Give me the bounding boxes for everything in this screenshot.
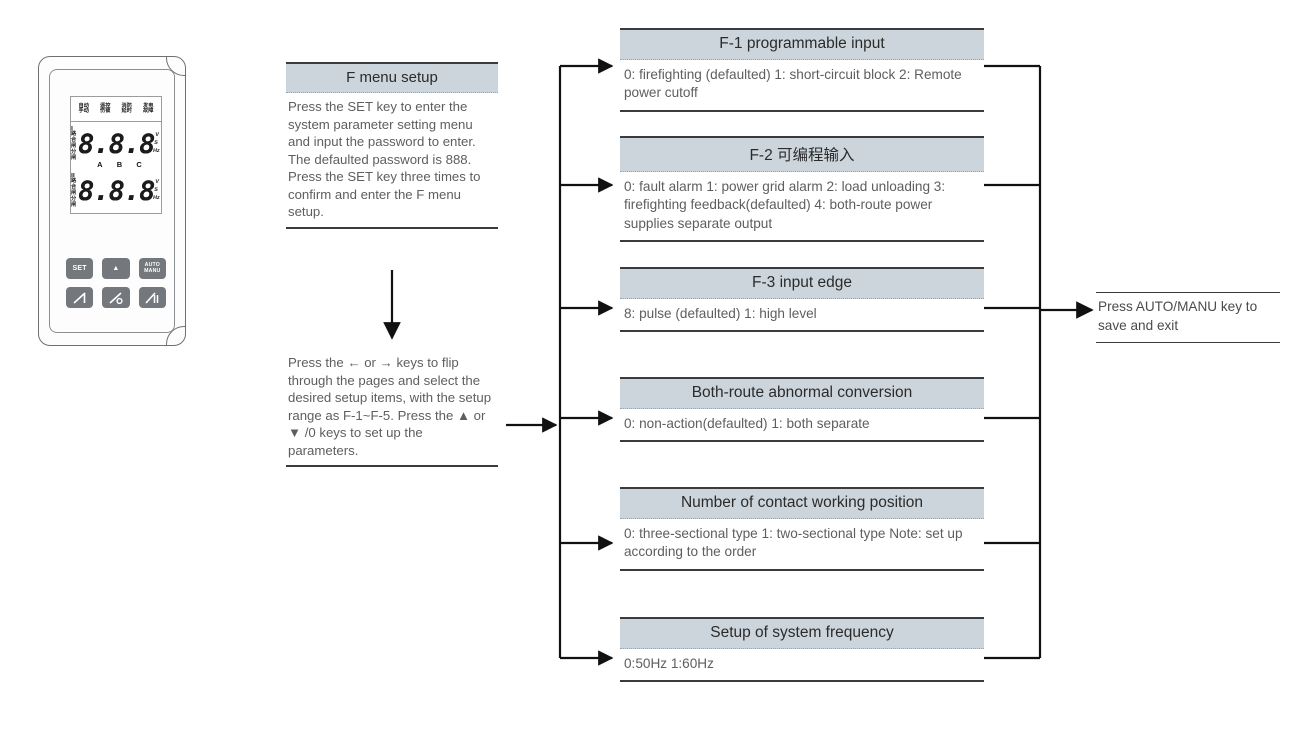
set-key-label: SET: [72, 264, 87, 272]
lcd-status-remote-lock: 遥控 伤锁: [100, 102, 111, 115]
lcd-status-fire-delay: 消防 延时: [121, 102, 132, 115]
lcd-route1-value: 8.8.8: [78, 128, 155, 160]
save-exit-note: Press AUTO/MANU key to save and exit: [1096, 292, 1280, 343]
lcd-route1-row: I 路 合闸 分闸 8.8.8 V S Hz: [71, 126, 161, 162]
lcd-status-manual: 手动: [78, 108, 89, 114]
manu-label: MANU: [144, 267, 161, 274]
lcd-route1-open: 分闸: [71, 148, 77, 161]
lcd-status-delay: 延时: [121, 108, 132, 114]
param-box-system-frequency: Setup of system frequency 0:50Hz 1:60Hz: [620, 617, 984, 683]
device-keypad: SET ▲ AUTO MANU: [66, 258, 166, 308]
lcd-screen: 自动 手动 遥控 伤锁 消防 延时 发电 故障: [70, 96, 162, 214]
param-box-f-1-body: 0: firefighting (defaulted) 1: short-cir…: [624, 67, 962, 101]
param-box-contact-position-title: Number of contact working position: [620, 489, 984, 519]
param-box-f-2-body: 0: fault alarm 1: power grid alarm 2: lo…: [624, 179, 946, 231]
device-corner-bottom-right: [166, 326, 186, 346]
route-off-icon: [108, 291, 124, 305]
nav-instructions-body: Press the ← or → keys to flip through th…: [288, 355, 492, 458]
lcd-route2-units: V S Hz: [153, 179, 163, 202]
param-box-f-2: F-2 可编程输入 0: fault alarm 1: power grid a…: [620, 136, 984, 243]
lcd-phase-c: C: [136, 160, 142, 169]
param-box-f-1: F-1 programmable input 0: firefighting (…: [620, 28, 984, 112]
lcd-route2-value: 8.8.8: [78, 175, 155, 207]
save-exit-note-body: Press AUTO/MANU key to save and exit: [1098, 299, 1258, 333]
device-inner-bezel: 自动 手动 遥控 伤锁 消防 延时 发电 故障: [49, 69, 175, 333]
lcd-status-firefighting: 消防: [121, 102, 132, 109]
param-box-f-3-title: F-3 input edge: [620, 269, 984, 299]
param-box-f-2-title: F-2 可编程输入: [620, 138, 984, 172]
route2-switch-icon: [144, 291, 160, 305]
device-outer-shell: 自动 手动 遥控 伤锁 消防 延时 发电 故障: [38, 56, 186, 346]
auto-manu-key-label: AUTO MANU: [144, 262, 161, 274]
spine-branch-arrows: [560, 58, 614, 666]
lcd-status-auto-manual: 自动 手动: [78, 102, 89, 115]
param-box-f-3: F-3 input edge 8: pulse (defaulted) 1: h…: [620, 267, 984, 333]
param-box-f-1-title: F-1 programmable input: [620, 30, 984, 60]
nav-instructions-block: Press the ← or → keys to flip through th…: [286, 352, 498, 468]
up-arrow-icon: ▲: [112, 264, 120, 272]
f-menu-setup-title: F menu setup: [286, 64, 498, 93]
lcd-status-bar: 自动 手动 遥控 伤锁 消防 延时 发电 故障: [71, 97, 161, 122]
param-box-contact-position-body: 0: three-sectional type 1: two-sectional…: [624, 526, 963, 560]
param-box-both-route-title: Both-route abnormal conversion: [620, 379, 984, 409]
f-menu-setup-block: F menu setup Press the SET key to enter …: [286, 62, 498, 229]
lcd-status-auto: 自动: [78, 102, 89, 109]
lcd-route1-labels: I 路 合闸 分闸: [71, 125, 78, 162]
lcd-status-remote: 遥控: [100, 102, 111, 109]
lcd-status-fault: 故障: [143, 108, 154, 114]
param-box-system-frequency-body: 0:50Hz 1:60Hz: [624, 656, 714, 671]
lcd-phase-labels: A B C: [90, 160, 149, 169]
lcd-unit-hz-2: Hz: [153, 194, 161, 201]
lcd-route1-closed: 合闸: [71, 137, 77, 149]
auto-label: AUTO: [144, 262, 161, 269]
lcd-status-lock: 伤锁: [100, 108, 111, 114]
f-menu-setup-body: Press the SET key to enter the system pa…: [288, 99, 481, 220]
auto-manu-key[interactable]: AUTO MANU: [138, 258, 166, 279]
param-box-both-route-abnormal-conversion: Both-route abnormal conversion 0: non-ac…: [620, 377, 984, 443]
lcd-unit-hz-1: Hz: [153, 147, 161, 154]
param-box-both-route-body: 0: non-action(defaulted) 1: both separat…: [624, 416, 870, 431]
lcd-route2-digits: 8.8.8: [78, 175, 155, 207]
lcd-route2-labels: II 路 合闸 分闸: [71, 172, 78, 209]
set-key[interactable]: SET: [66, 258, 94, 279]
route-off-key[interactable]: [102, 287, 130, 308]
device-panel: 自动 手动 遥控 伤锁 消防 延时 发电 故障: [38, 56, 186, 346]
param-box-contact-working-position: Number of contact working position 0: th…: [620, 487, 984, 571]
lcd-phase-b: B: [116, 160, 123, 169]
route1-switch-key[interactable]: [66, 287, 94, 308]
lcd-route2-name: II 路: [71, 172, 77, 185]
lcd-route2-row: II 路 合闸 分闸 8.8.8 V S Hz: [71, 173, 161, 209]
lcd-status-generator: 发电: [143, 102, 154, 109]
lcd-route2-open: 分闸: [71, 195, 77, 208]
lcd-route1-name: I 路: [71, 125, 77, 138]
param-box-f-3-body: 8: pulse (defaulted) 1: high level: [624, 306, 817, 321]
lcd-route1-units: V S Hz: [153, 132, 163, 155]
param-box-system-frequency-title: Setup of system frequency: [620, 619, 984, 649]
lcd-route1-digits: 8.8.8: [78, 128, 155, 160]
route1-switch-icon: [72, 291, 88, 305]
up-arrow-key[interactable]: ▲: [102, 258, 130, 279]
lcd-route2-closed: 合闸: [71, 184, 77, 196]
lcd-status-generator-fault: 发电 故障: [143, 102, 154, 115]
route2-switch-key[interactable]: [138, 287, 166, 308]
lcd-phase-a: A: [97, 160, 103, 169]
right-collector-stubs: [984, 64, 1040, 660]
